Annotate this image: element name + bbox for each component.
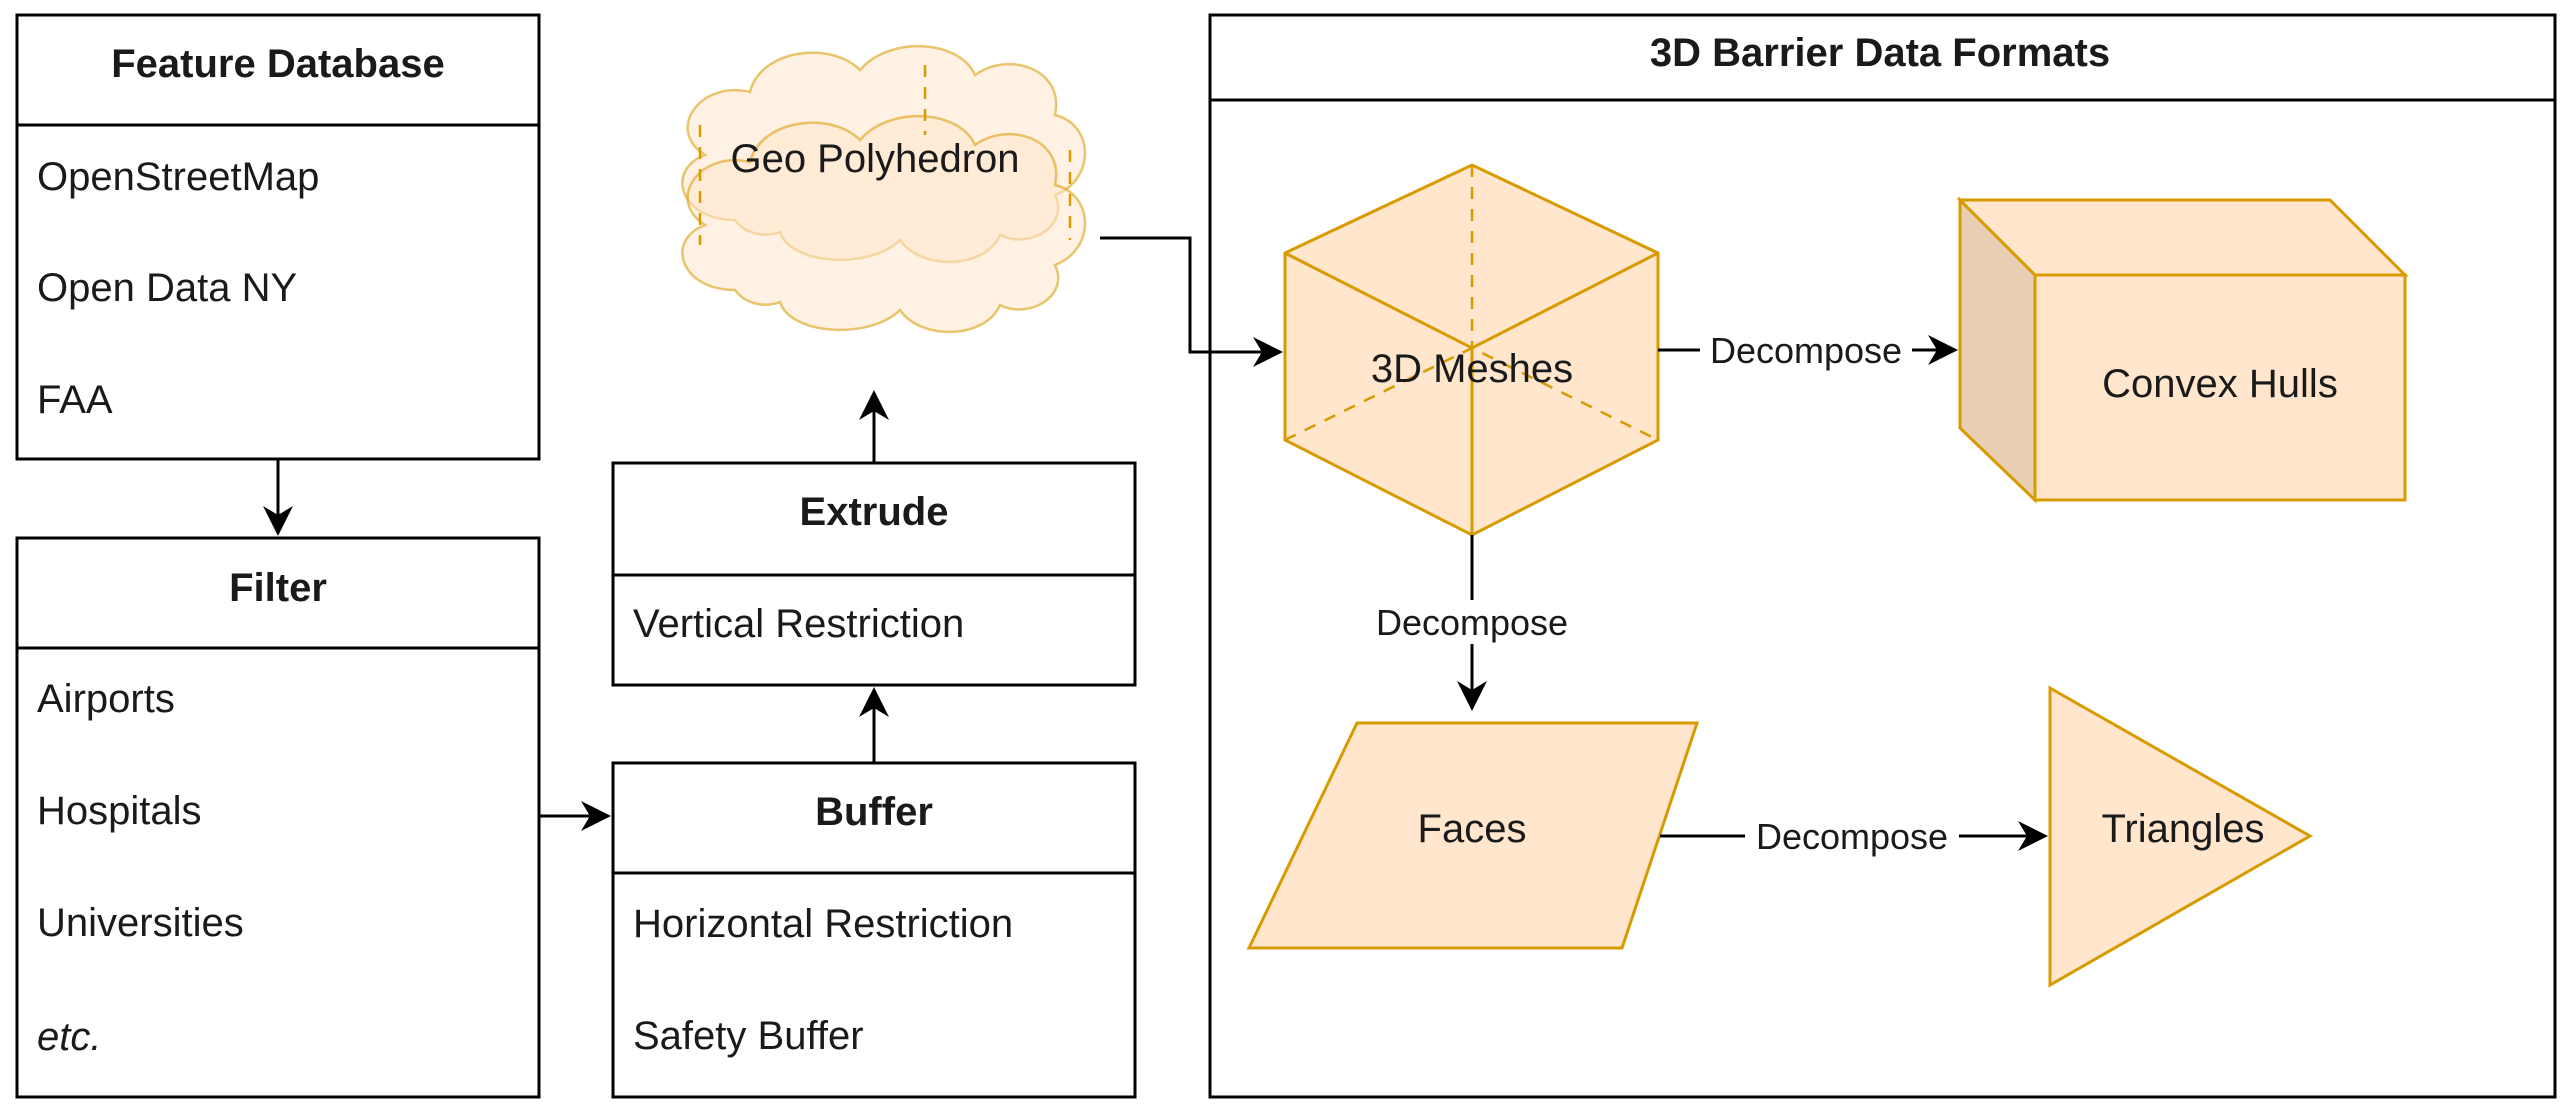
convex-hulls-box: Convex Hulls (1956, 196, 2409, 504)
triangles-label: Triangles (2101, 807, 2264, 851)
filter-item: etc. (37, 1015, 101, 1059)
feature-database-box: Feature Database OpenStreetMap Open Data… (15, 13, 541, 461)
feature-database-item: FAA (37, 378, 113, 422)
edge-label-meshes-hulls: Decompose (1710, 330, 1902, 371)
buffer-title: Buffer (815, 790, 933, 834)
filter-title: Filter (229, 566, 327, 610)
buffer-item: Horizontal Restriction (633, 902, 1013, 946)
extrude-item: Vertical Restriction (633, 602, 964, 646)
filter-box: Filter Airports Hospitals Universities e… (15, 536, 541, 1099)
extrude-title: Extrude (800, 490, 949, 534)
triangles-shape: Triangles (2048, 685, 2314, 988)
meshes-label: 3D Meshes (1371, 347, 1573, 391)
buffer-box: Buffer Horizontal Restriction Safety Buf… (611, 761, 1137, 1099)
feature-database-item: Open Data NY (37, 266, 297, 310)
convex-hulls-label: Convex Hulls (2102, 362, 2338, 406)
faces-shape: Faces (1246, 721, 1700, 950)
meshes-cube: 3D Meshes (1283, 163, 1660, 537)
filter-item: Universities (37, 901, 244, 945)
filter-item: Hospitals (37, 789, 202, 833)
geo-polyhedron-shape: Geo Polyhedron (681, 44, 1087, 334)
extrude-box: Extrude Vertical Restriction (611, 461, 1137, 687)
geo-polyhedron-label: Geo Polyhedron (730, 137, 1019, 181)
edge-label-faces-triangles: Decompose (1756, 816, 1948, 857)
feature-database-title: Feature Database (111, 42, 444, 86)
arrow-polyhedron-to-meshes (1100, 236, 1283, 367)
filter-item: Airports (37, 677, 175, 721)
edge-label-meshes-faces: Decompose (1376, 602, 1568, 643)
faces-label: Faces (1418, 807, 1527, 851)
feature-database-item: OpenStreetMap (37, 155, 319, 199)
buffer-item: Safety Buffer (633, 1014, 864, 1058)
formats-title: 3D Barrier Data Formats (1650, 31, 2110, 75)
